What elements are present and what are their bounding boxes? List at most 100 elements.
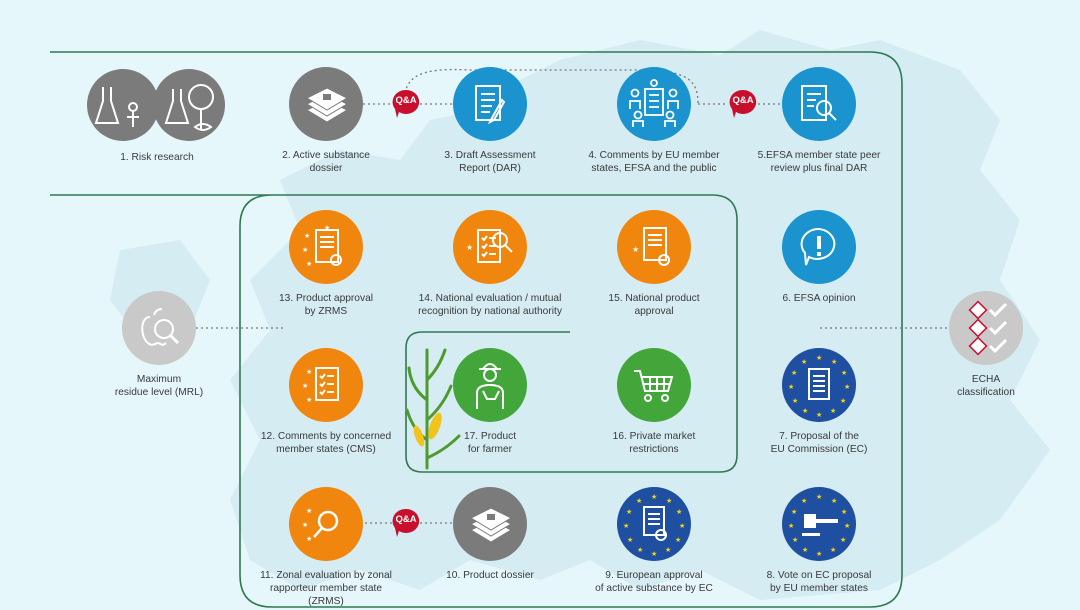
qa-bubble-2: Q&A: [727, 89, 759, 119]
step-8-vote-ec-proposal: ★ ★ ★ ★ ★ ★ ★ ★ ★ ★ ★ ★ 8. Vote on EC proposal by E…: [734, 487, 904, 595]
qa-label: Q&A: [732, 95, 754, 106]
step-9-european-approval: ★★★★★★★★★★★★ 9. European approval of act…: [569, 487, 739, 595]
svg-text:★: ★: [802, 546, 808, 554]
document-stack-icon: [289, 67, 363, 141]
inner-frame: [272, 194, 738, 473]
svg-text:★: ★: [304, 232, 310, 240]
qa-label: Q&A: [395, 514, 417, 525]
people-checklist-icon: [617, 67, 691, 141]
svg-text:★: ★: [788, 383, 794, 391]
step-5-efsa-peer-review: 5.EFSA member state peer review plus fin…: [734, 67, 904, 175]
svg-text:★: ★: [801, 358, 807, 366]
eu-document-icon: ★★★★★★★★★★★★: [782, 348, 856, 422]
svg-text:★: ★: [791, 508, 797, 516]
shopping-cart-icon: [617, 348, 691, 422]
step-label: 7. Proposal of the EU Commission (EC): [770, 431, 868, 455]
step-3-draft-assessment-report: 3. Draft Assessment Report (DAR): [405, 67, 575, 175]
side-mrl: Maximum residue level (MRL): [74, 291, 244, 399]
svg-text:★: ★: [791, 369, 797, 377]
svg-text:★: ★: [816, 493, 822, 501]
svg-text:★: ★: [676, 508, 682, 516]
svg-text:★: ★: [302, 521, 308, 529]
svg-text:★: ★: [830, 407, 836, 415]
svg-text:★: ★: [801, 497, 807, 505]
apple-magnifier-icon: [122, 291, 196, 365]
step-10-product-dossier: 10. Product dossier: [405, 487, 575, 582]
step-label: 14. National evaluation / mutual recogni…: [418, 293, 562, 317]
eu-certificate-icon: ★★★★★★★★★★★★: [617, 487, 691, 561]
connector-3-4-arc: [404, 68, 699, 105]
svg-text:★: ★: [306, 260, 312, 268]
farmer-icon: [453, 348, 527, 422]
svg-text:★: ★: [840, 536, 846, 544]
step-label: 16. Private market restrictions: [612, 431, 696, 455]
svg-text:★: ★: [306, 535, 312, 543]
svg-text:★: ★: [306, 368, 312, 376]
step-label: ECHA classification: [957, 374, 1015, 398]
svg-text:★: ★: [666, 497, 672, 505]
step-15-national-product-approval: ★ 15. National product approval: [569, 210, 739, 318]
svg-text:★: ★: [632, 245, 639, 254]
step-label: 10. Product dossier: [446, 570, 534, 581]
step-17-product-for-farmer: 17. Product for farmer: [405, 348, 575, 456]
svg-text:★: ★: [816, 354, 822, 362]
document-magnifier-icon: [782, 67, 856, 141]
svg-text:★: ★: [840, 397, 846, 405]
step-label: Maximum residue level (MRL): [114, 374, 204, 398]
step-label: 8. Vote on EC proposal by EU member stat…: [766, 570, 872, 594]
svg-text:★: ★: [302, 382, 308, 390]
svg-text:★: ★: [306, 396, 312, 404]
svg-text:★: ★: [675, 536, 681, 544]
step-label: 3. Draft Assessment Report (DAR): [444, 150, 536, 174]
step-label: 9. European approval of active substance…: [595, 570, 713, 594]
svg-text:★: ★: [788, 522, 794, 530]
step-label: 2. Active substance dossier: [282, 150, 370, 174]
step-label: 15. National product approval: [608, 293, 700, 317]
svg-text:★: ★: [302, 246, 308, 254]
frames: [50, 51, 903, 608]
svg-text:★: ★: [665, 546, 671, 554]
step-label: 12. Comments by concerned member states …: [260, 431, 392, 455]
svg-text:★: ★: [627, 536, 633, 544]
svg-text:★: ★: [623, 522, 629, 530]
step-13-product-approval-zrms: ★★★★ 13. Product approval by ZRMS: [241, 210, 411, 318]
outer-frame: [50, 51, 903, 608]
certificate-stars-icon: ★★★★: [289, 210, 363, 284]
checklist-stars-icon: ★ ★ ★: [289, 348, 363, 422]
report-pencil-icon: [453, 67, 527, 141]
step-1-risk-research: 1. Risk research: [72, 67, 242, 164]
svg-text:★: ★: [651, 493, 657, 501]
svg-text:★: ★: [466, 243, 473, 252]
step-4-comments-eu: 4. Comments by EU member states, EFSA an…: [569, 67, 739, 175]
svg-text:★: ★: [626, 508, 632, 516]
svg-text:★: ★: [802, 407, 808, 415]
step-2-active-substance-dossier: 2. Active substance dossier: [241, 67, 411, 175]
lab-family-tree-icon: [87, 67, 227, 143]
svg-text:★: ★: [637, 546, 643, 554]
svg-text:★: ★: [841, 508, 847, 516]
svg-text:★: ★: [816, 550, 822, 558]
step-label: 1. Risk research: [120, 152, 194, 163]
step-label: 17. Product for farmer: [463, 431, 517, 455]
step-12-comments-cms: ★ ★ ★ 12. Comments by concerned member sta…: [241, 348, 411, 456]
svg-text:★: ★: [651, 550, 657, 558]
svg-text:★: ★: [792, 397, 798, 405]
corn-plant-icon: [405, 340, 465, 475]
step-6-efsa-opinion: 6. EFSA opinion: [734, 210, 904, 305]
exclamation-bubble-icon: [782, 210, 856, 284]
qa-bubble-1: Q&A: [390, 89, 422, 119]
step-label: 13. Product approval by ZRMS: [278, 293, 373, 317]
qa-bubble-3: Q&A: [390, 508, 422, 538]
step-label: 5.EFSA member state peer review plus fin…: [757, 150, 881, 174]
svg-text:★: ★: [830, 546, 836, 554]
svg-text:★: ★: [844, 522, 850, 530]
svg-text:★: ★: [844, 383, 850, 391]
svg-text:★: ★: [831, 497, 837, 505]
side-echa: ECHA classification: [901, 291, 1071, 399]
step-label: 11. Zonal evaluation by zonal rapporteur…: [260, 570, 392, 607]
qa-label: Q&A: [395, 95, 417, 106]
connectors: [196, 68, 950, 524]
svg-text:★: ★: [792, 536, 798, 544]
step-7-ec-proposal: ★★★★★★★★★★★★ 7. Proposal of the EU Commi…: [734, 348, 904, 456]
